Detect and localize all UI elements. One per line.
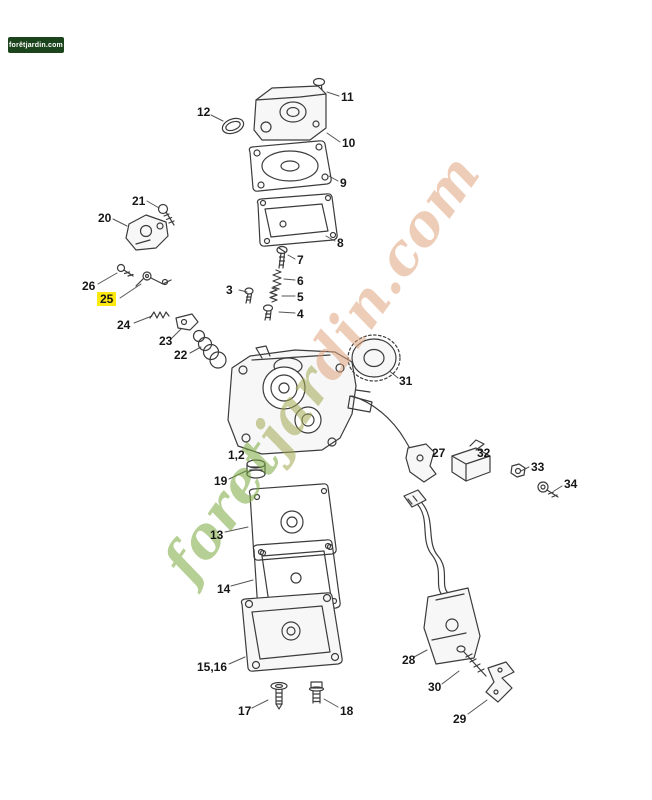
part-harness-module-28 [403,489,481,665]
site-logo: forêtjardin.com [8,37,64,53]
callout-26: 26 [82,279,96,293]
callout-32: 32 [477,446,491,460]
part-gasket-8 [256,193,338,247]
callout-12: 12 [197,105,211,119]
part-spring-6 [272,269,282,290]
part-spring-22 [192,329,227,369]
part-spring-5 [269,287,278,303]
part-diaphragm-13 [248,483,337,561]
part-screw-26 [116,263,134,277]
part-bolt-21 [157,203,175,226]
part-pump-cover-10 [253,85,327,141]
part-lever-25 [135,271,172,287]
callout-34: 34 [564,477,578,491]
part-carburetor-body-1-2 [227,345,373,455]
part-screw-17 [270,681,288,710]
callout-5: 5 [297,290,304,304]
part-screw-4 [262,304,274,321]
callout-10: 10 [342,136,356,150]
callout-19: 19 [214,474,228,488]
callout-23: 23 [159,334,173,348]
part-bolt-18 [308,681,325,704]
callout-9: 9 [340,176,347,190]
part-screw-3 [244,287,254,304]
callout-31: 31 [399,374,413,388]
part-lever-23 [175,313,199,331]
callout-30: 30 [428,680,442,694]
callout-29: 29 [453,712,467,726]
part-bracket-29 [485,661,515,703]
part-screw-30 [456,645,487,677]
callout-3: 3 [226,283,233,297]
part-screw-34 [537,481,559,498]
part-oring-12 [221,117,245,135]
callout-11: 11 [341,90,354,104]
callout-25-highlighted: 25 [97,292,117,306]
callout-20: 20 [98,211,112,225]
callout-7: 7 [297,253,304,267]
part-screw-7 [276,245,288,269]
callout-18: 18 [340,704,354,718]
callout-8: 8 [337,236,344,250]
part-linkage-27 [351,389,437,483]
callout-14: 14 [217,582,231,596]
callout-4: 4 [297,307,304,321]
part-wheel-31 [347,334,401,382]
callout-17: 17 [238,704,252,718]
callout-22: 22 [174,348,188,362]
part-cover-15-16 [240,592,343,672]
callout-24: 24 [117,318,131,332]
part-pump-diaphragm-9 [248,140,332,192]
callout-1-2: 1,2 [228,448,245,462]
callout-15-16: 15,16 [197,660,228,674]
part-filter-19 [246,459,266,479]
part-connector-32 [451,439,491,482]
callout-13: 13 [210,528,224,542]
callout-21: 21 [132,194,146,208]
callout-33: 33 [531,460,545,474]
part-bracket-20 [125,214,169,251]
callout-6: 6 [297,274,304,288]
callout-27: 27 [432,446,446,460]
callout-28: 28 [402,653,416,667]
part-spring-24 [149,311,170,319]
part-nut-33 [510,463,526,478]
